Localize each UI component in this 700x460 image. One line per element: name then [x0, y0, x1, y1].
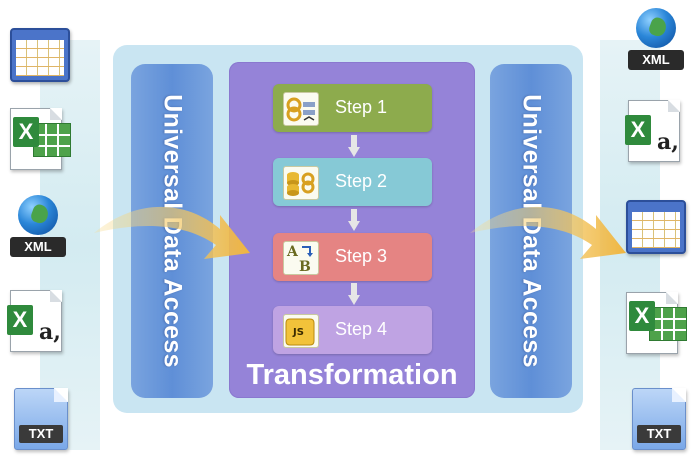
output-excel-doc-icon: X a, [625, 100, 680, 162]
input-flow-arrow-icon [94, 206, 250, 259]
input-excel-doc-icon: X a, [7, 290, 62, 352]
output-table-file-icon [626, 200, 686, 254]
svg-text:B: B [299, 259, 311, 274]
output-excel-file-icon: X [626, 292, 687, 354]
input-xml-tag: XML [10, 237, 66, 257]
a-to-b-icon: A B [283, 241, 319, 275]
input-txt-tag: TXT [19, 425, 63, 443]
down-arrow-2-icon [348, 209, 360, 231]
down-arrow-1-icon [348, 135, 360, 157]
output-xml-tag: XML [628, 50, 684, 70]
output-txt-file-icon: TXT [632, 388, 686, 450]
input-excel-file-icon: X [10, 108, 71, 170]
database-link-icon [283, 166, 319, 200]
step-4-label: Step 4 [335, 319, 388, 339]
step-1-block: Step 1 [273, 84, 432, 132]
transformation-title: Transformation [246, 359, 458, 391]
down-arrow-3-icon [348, 283, 360, 305]
output-xml-file-icon: XML [628, 8, 684, 72]
step-4-block: JS Step 4 [273, 306, 432, 354]
right-universal-data-access-bar: Universal Data Access [490, 64, 572, 398]
input-table-file-icon [10, 28, 70, 82]
step-3-label: Step 3 [335, 246, 388, 266]
input-xml-file-icon: XML [10, 195, 66, 259]
input-txt-file-icon: TXT [14, 388, 68, 450]
step-1-label: Step 1 [335, 97, 388, 117]
step-2-block: Step 2 [273, 158, 432, 206]
output-flow-arrow-icon [470, 206, 626, 259]
step-3-block: A B Step 3 [273, 233, 432, 281]
output-txt-tag: TXT [637, 425, 681, 443]
svg-text:A: A [286, 244, 299, 260]
step-2-label: Step 2 [335, 171, 388, 191]
javascript-scroll-icon: JS [283, 314, 319, 348]
link-transform-icon [283, 92, 319, 126]
svg-text:JS: JS [292, 327, 304, 338]
